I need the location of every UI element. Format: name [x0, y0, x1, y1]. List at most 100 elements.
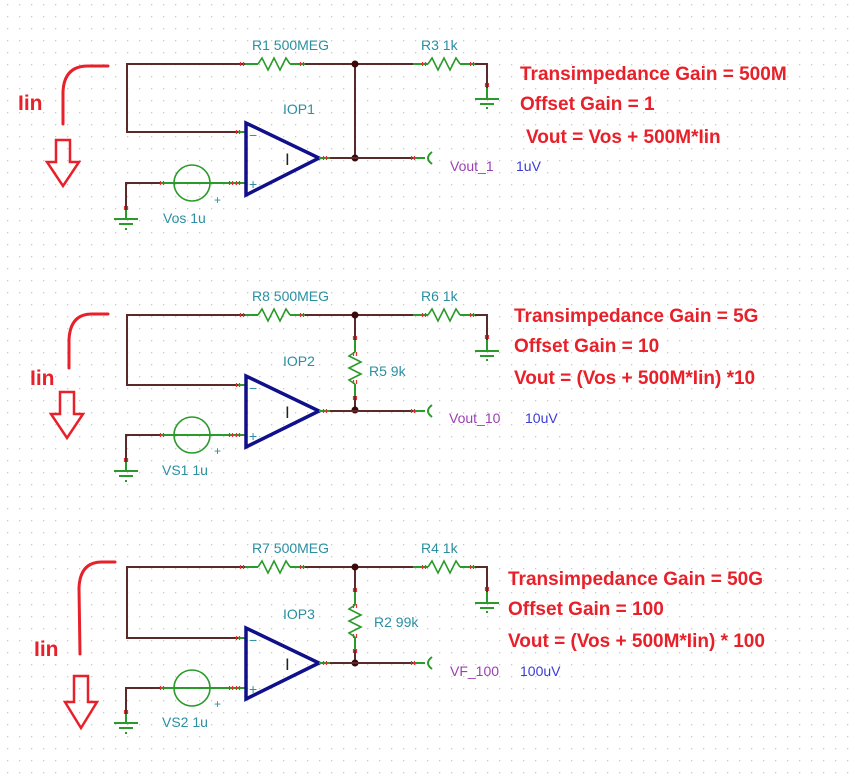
pin-marker	[322, 409, 328, 413]
resistor-r2[interactable]	[347, 604, 363, 638]
opamp-iop3[interactable]	[244, 625, 324, 702]
circuit-1: Iin R1 500MEG R3 1k − +	[18, 37, 787, 230]
pin-marker	[239, 313, 245, 317]
resistor-r3[interactable]	[427, 56, 461, 72]
resistor-r6[interactable]	[427, 307, 461, 323]
output-net-label: Vout_10	[449, 410, 501, 426]
pin-marker	[123, 458, 129, 462]
pin-marker	[239, 62, 245, 66]
opamp-iop1[interactable]	[244, 120, 323, 198]
opamp-label: IOP2	[283, 353, 315, 369]
note-vout-equation: Vout = (Vos + 500M*Iin) *10	[514, 368, 755, 389]
source-plus-symbol: +	[214, 193, 221, 207]
pin-marker	[352, 588, 358, 592]
resistor-r1-label: R1 500MEG	[252, 37, 329, 53]
ground-icon	[475, 340, 499, 361]
opamp-label: IOP1	[283, 101, 315, 117]
pin-marker	[235, 383, 241, 387]
output-terminal-icon	[427, 151, 433, 165]
pin-marker	[484, 335, 490, 339]
ground-icon	[114, 210, 138, 230]
pin-marker	[352, 649, 358, 653]
resistor-r8-label: R8 500MEG	[252, 288, 329, 304]
input-wire	[126, 63, 245, 133]
output-net-label: Vout_1	[450, 158, 494, 174]
pin-marker	[410, 661, 416, 665]
opamp-symbol: I	[285, 655, 290, 674]
ground-wire	[125, 182, 160, 220]
pin-marker	[235, 686, 241, 690]
output-terminal-icon	[427, 404, 433, 418]
ground-icon	[114, 462, 138, 482]
pin-marker	[484, 83, 490, 87]
current-label: Iin	[30, 367, 55, 390]
note-transimpedance-gain: Transimpedance Gain = 50G	[508, 569, 763, 590]
voltage-source-vs1[interactable]	[173, 416, 211, 454]
resistor-r7-label: R7 500MEG	[252, 540, 329, 556]
opamp-label: IOP3	[283, 606, 315, 622]
pin-marker	[299, 565, 305, 569]
source-label: Vos 1u	[163, 210, 206, 226]
pin-marker	[352, 352, 358, 356]
note-offset-gain: Offset Gain = 10	[514, 336, 659, 357]
pin-marker	[235, 636, 241, 640]
pin-marker	[469, 62, 475, 66]
pin-marker	[123, 206, 129, 210]
source-label: VS1 1u	[162, 462, 208, 478]
resistor-r5-label: R5 9k	[369, 363, 407, 379]
voltage-source-vs2[interactable]	[173, 669, 211, 707]
junction-dot	[351, 311, 359, 319]
pin-marker	[235, 433, 241, 437]
opamp-iop2[interactable]	[244, 373, 324, 450]
resistor-r3-label: R3 1k	[421, 37, 459, 53]
plus-pin-symbol: +	[249, 681, 257, 697]
pin-marker	[410, 156, 416, 160]
resistor-r1[interactable]	[257, 56, 291, 72]
source-plus-symbol: +	[214, 444, 221, 458]
pin-marker	[352, 634, 358, 638]
current-direction-curve	[67, 312, 110, 370]
resistor-r7[interactable]	[257, 559, 291, 575]
pin-marker	[159, 433, 165, 437]
pin-marker	[322, 661, 328, 665]
output-terminal-icon	[427, 656, 433, 670]
minus-pin-symbol: −	[249, 380, 257, 396]
voltage-source-vos[interactable]	[173, 164, 211, 202]
pin-marker	[159, 181, 165, 185]
ground-icon	[114, 714, 138, 734]
pin-marker	[299, 313, 305, 317]
pin-marker	[352, 604, 358, 608]
current-direction-curve	[77, 560, 117, 656]
resistor-r8[interactable]	[257, 307, 291, 323]
resistor-r5[interactable]	[347, 351, 363, 385]
pin-marker	[235, 130, 241, 134]
ground-icon	[475, 88, 499, 109]
resistor-r4-label: R4 1k	[421, 540, 459, 556]
plus-pin-symbol: +	[249, 176, 257, 192]
pin-marker	[352, 380, 358, 384]
output-net-label: VF_100	[450, 663, 499, 679]
pin-marker	[159, 686, 165, 690]
opamp-symbol: I	[285, 150, 290, 169]
ground-icon	[475, 592, 499, 613]
pin-marker	[322, 156, 328, 160]
junction-dot	[351, 563, 359, 571]
down-arrow-icon	[44, 138, 82, 189]
resistor-r6-label: R6 1k	[421, 288, 459, 304]
pin-marker	[228, 686, 234, 690]
circuit-2: Iin R8 500MEG R6 1k R5 9k − +	[30, 288, 758, 482]
pin-marker	[421, 62, 427, 66]
pin-marker	[228, 181, 234, 185]
pin-marker	[469, 565, 475, 569]
minus-pin-symbol: −	[249, 632, 257, 648]
plus-pin-symbol: +	[249, 428, 257, 444]
pin-marker	[352, 336, 358, 340]
note-vout-equation: Vout = Vos + 500M*Iin	[526, 127, 721, 148]
output-value: 10uV	[525, 410, 558, 426]
resistor-r4[interactable]	[427, 559, 461, 575]
down-arrow-icon	[48, 390, 86, 441]
minus-pin-symbol: −	[249, 127, 257, 143]
output-value: 100uV	[520, 663, 561, 679]
note-transimpedance-gain: Transimpedance Gain = 500M	[520, 64, 787, 85]
